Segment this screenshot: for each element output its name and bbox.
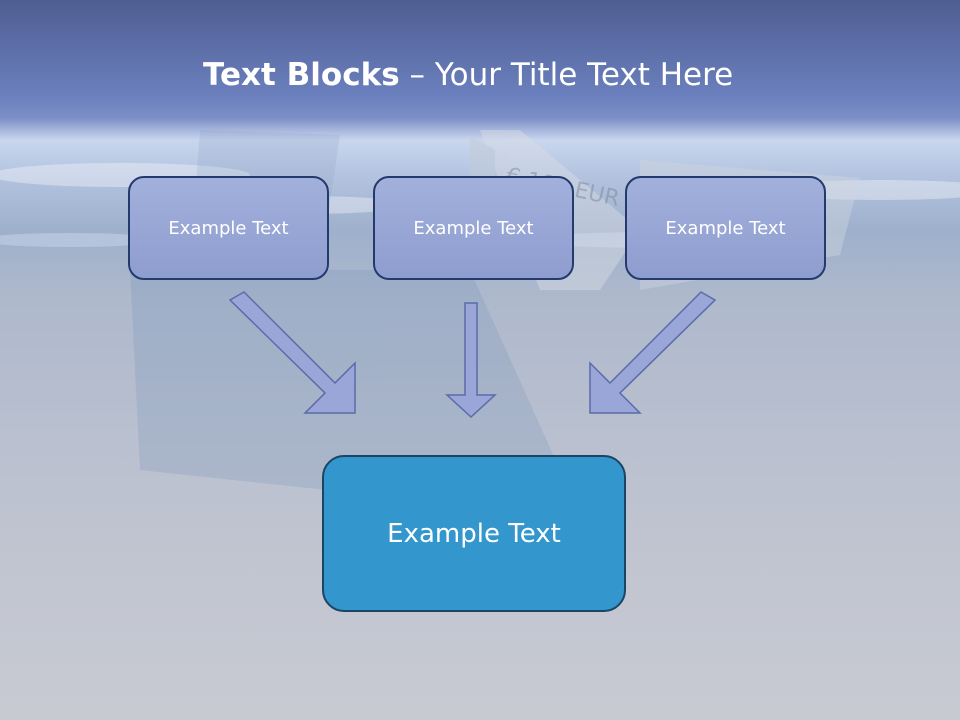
arrow-down-left-icon [589,291,717,414]
arrow-down-right-icon [228,291,356,414]
text-block-center[interactable]: Example Text [373,176,574,280]
text-block-label: Example Text [665,217,786,239]
arrow-down-icon [445,302,497,419]
text-block-left[interactable]: Example Text [128,176,329,280]
text-block-label: Example Text [168,217,289,239]
title-bold: Text Blocks [203,57,400,93]
target-block-label: Example Text [387,518,561,549]
text-block-label: Example Text [413,217,534,239]
title-rest: – Your Title Text Here [399,57,734,93]
text-block-right[interactable]: Example Text [625,176,826,280]
text-block-target[interactable]: Example Text [322,455,626,612]
slide-title: Text Blocks – Your Title Text Here [203,50,903,100]
